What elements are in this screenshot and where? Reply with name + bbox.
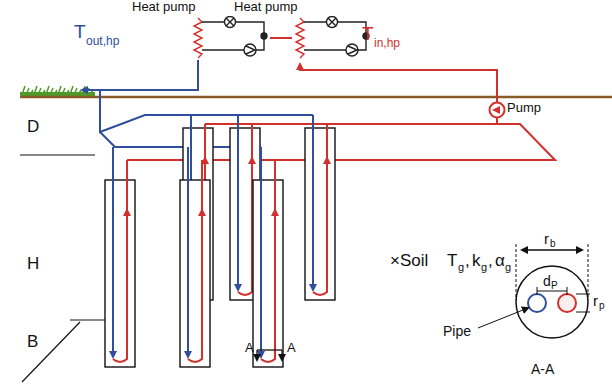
soil-subscript: g [481,262,487,273]
soil-symbol: k [472,252,481,269]
separator: , [465,252,470,269]
heat-pump-symbol [190,16,270,60]
section-mark: A [245,341,254,354]
heat-pump-symbol [292,16,372,60]
soil-symbol: α [495,252,505,269]
heat-pump-label: Heat pump [132,0,196,13]
pipe-label: Pipe [443,324,471,338]
temperature-symbol: T [362,24,374,43]
radius-symbol: r [544,231,549,246]
heat-pump: Heat pump [292,16,372,60]
distance-symbol: d [543,274,551,288]
section-label: A-A [531,362,554,376]
soil-symbol: T [447,252,457,269]
soil-subscript: g [458,262,464,273]
dimension-label: D [27,118,39,135]
temperature-subscript: in,hp [374,37,400,49]
temperature-subscript: out,hp [86,35,119,47]
soil-subscript: g [505,262,511,273]
pipe-connector [270,37,292,39]
heat-pump-label: Heat pump [234,0,298,13]
radius-symbol: r [593,293,598,308]
separator: , [488,252,493,269]
radius-subscript: p [599,301,605,311]
pump-label: Pump [507,101,541,114]
dimension-label: H [27,255,39,272]
soil-label: ×Soil [390,252,428,269]
temperature-symbol: T [74,22,86,41]
radius-subscript: b [550,239,556,249]
heat-pump: Heat pump [190,16,270,60]
distance-subscript: P [551,281,558,291]
section-mark: A [287,341,296,354]
dimension-label: B [27,333,38,350]
